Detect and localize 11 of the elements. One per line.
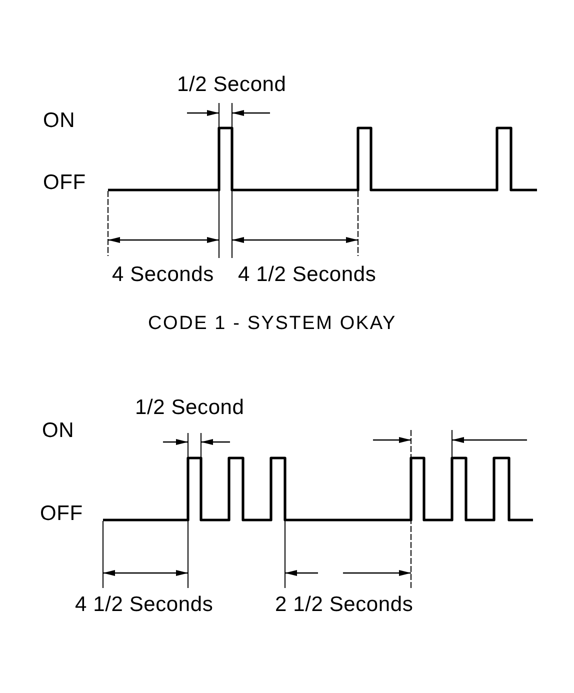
code-caption: CODE 1 - SYSTEM OKAY [148,314,396,333]
signal-level-label: OFF [43,172,86,193]
signal-level-label: ON [43,110,76,131]
duration-label: 4 Seconds [112,264,214,285]
duration-label: 4 1/2 Seconds [75,594,214,615]
duration-label: 1/2 Second [135,397,244,418]
duration-label: 1/2 Second [177,74,286,95]
signal-level-label: OFF [40,503,83,524]
duration-label: 2 1/2 Seconds [275,594,414,615]
duration-label: 4 1/2 Seconds [238,264,376,285]
signal-level-label: ON [42,420,74,441]
